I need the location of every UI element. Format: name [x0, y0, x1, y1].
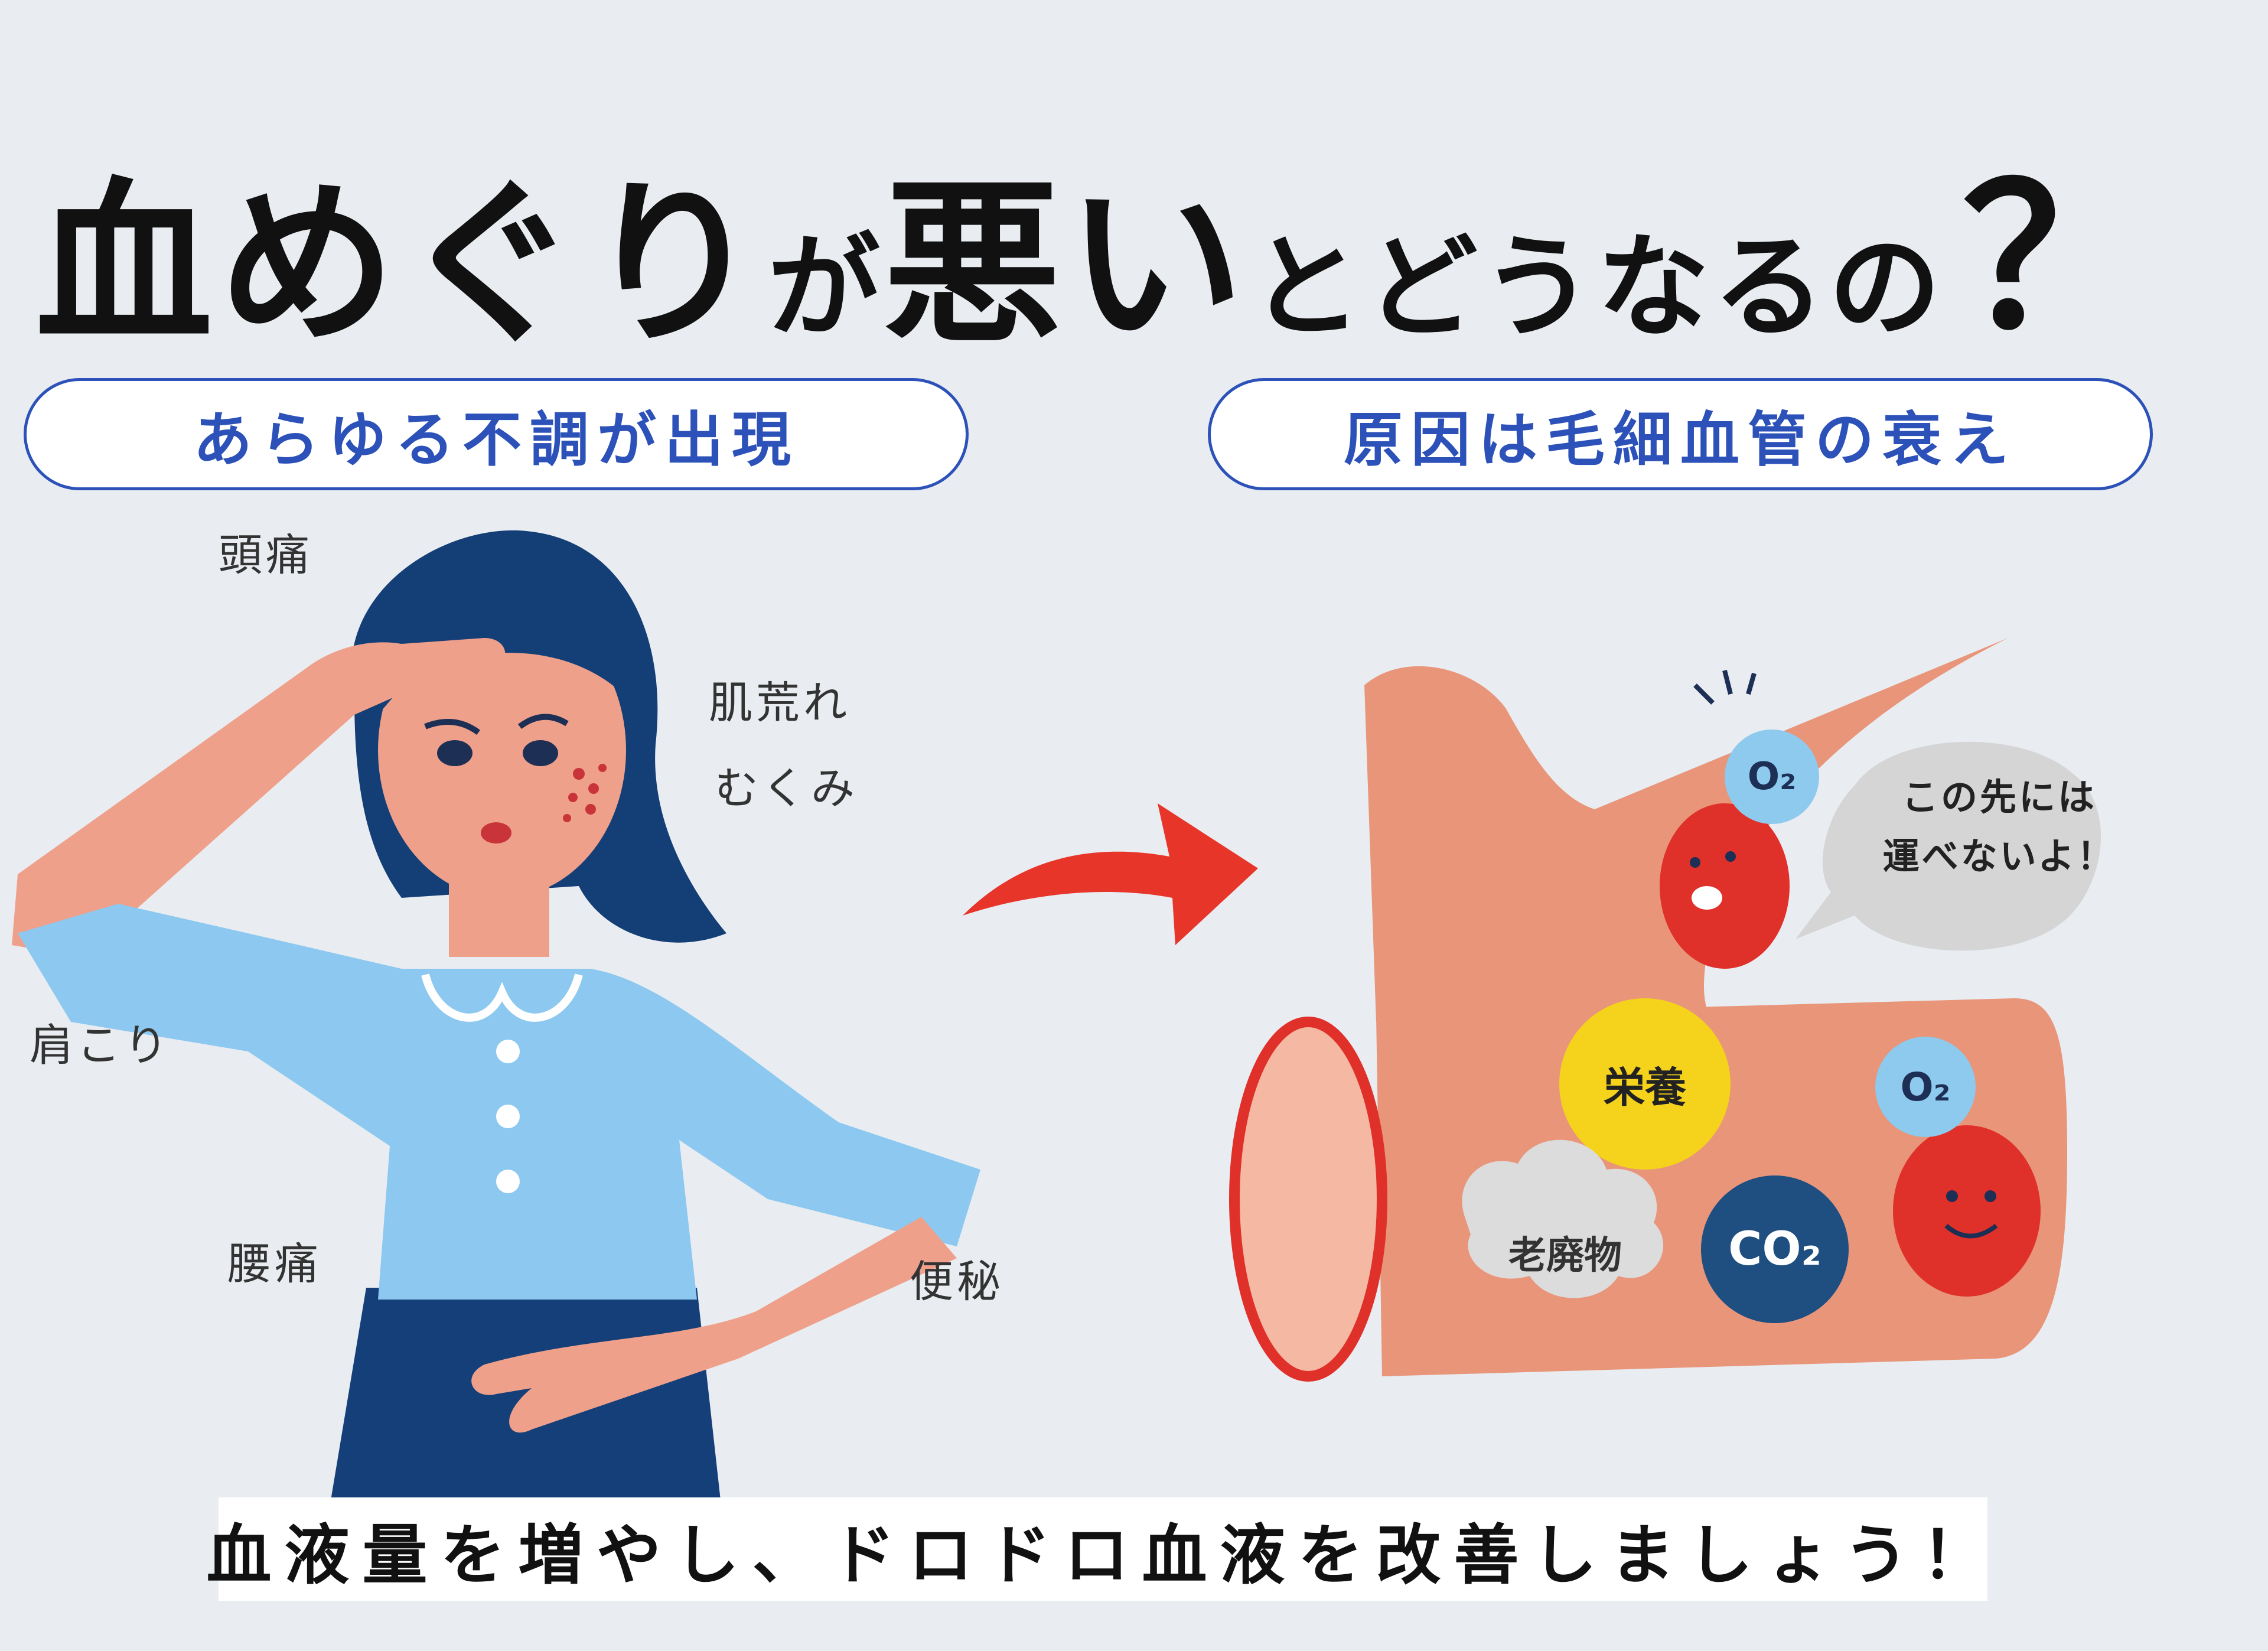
left-eye — [437, 740, 472, 766]
symptom-swelling: むくみ — [715, 763, 858, 814]
mouth — [481, 822, 511, 844]
o2-top-label: O₂ — [1747, 755, 1797, 799]
blood-cell-right — [1893, 1125, 2041, 1297]
speech-bubble — [1795, 741, 2101, 951]
stress-lines — [1693, 670, 1757, 705]
blouse — [18, 904, 980, 1300]
right-eye — [523, 740, 558, 766]
title-question-mark: ？ — [1962, 145, 2158, 372]
hand-on-stomach — [471, 1217, 957, 1433]
speech-line-2: 運べないよ！ — [1882, 835, 2116, 878]
waste-cloud — [1462, 1139, 1664, 1298]
title-part-2: が — [768, 222, 884, 353]
symptom-shoulder: 肩こり — [30, 1020, 171, 1071]
header-right-label: 原因は毛細血管の衰え — [1344, 405, 2017, 474]
blood-cell-top — [1660, 803, 1790, 969]
vessel-opening — [1229, 1017, 1387, 1382]
symptom-constipation: 便秘 — [910, 1256, 1004, 1307]
blood-cell-top-mouth — [1692, 886, 1722, 910]
nutrition-label: 栄養 — [1604, 1063, 1686, 1112]
woman-illustration — [12, 530, 980, 1500]
acne-dots — [563, 764, 607, 822]
collar — [421, 973, 583, 1022]
title-part-1: 血めぐり — [35, 162, 768, 368]
symptom-skin: 肌荒れ — [709, 678, 850, 728]
header-right-pill: 原因は毛細血管の衰え — [1208, 378, 2153, 490]
o2-right-label: O₂ — [1900, 1064, 1951, 1110]
header-left-pill: あらゆる不調が出現 — [24, 378, 969, 490]
title-part-4: とどうなるの — [1250, 222, 1945, 353]
raised-arm — [12, 638, 506, 957]
co2-bubble — [1701, 1175, 1849, 1323]
footer-message-box: 血液量を増やし、ドロドロ血液を改善しましょう！ — [207, 1497, 1987, 1601]
speech-line-1: この先には — [1901, 776, 2097, 819]
symptom-backpain: 腰痛 — [227, 1239, 322, 1289]
title-part-3: 悪い — [884, 162, 1250, 368]
speech-text: この先には 運べないよ！ — [1837, 768, 2162, 963]
co2-label: CO₂ — [1728, 1223, 1821, 1276]
blouse-buttons — [496, 1040, 520, 1193]
header-left-label: あらゆる不調が出現 — [193, 405, 799, 474]
blood-vessel-illustration — [1229, 638, 2101, 1382]
o2-top-bubble — [1725, 730, 1819, 824]
red-arrow-icon — [963, 803, 1258, 945]
o2-right-bubble — [1875, 1037, 1976, 1137]
symptom-headache: 頭痛 — [219, 530, 313, 581]
page-title: 血めぐり が 悪い とどうなるの ？ — [35, 100, 2221, 372]
footer-message: 血液量を増やし、ドロドロ血液を改善しましょう！ — [206, 1517, 2000, 1593]
waste-label: 老廃物 — [1508, 1234, 1622, 1278]
hair-fringe — [378, 566, 628, 715]
nutrition-bubble — [1559, 998, 1731, 1170]
